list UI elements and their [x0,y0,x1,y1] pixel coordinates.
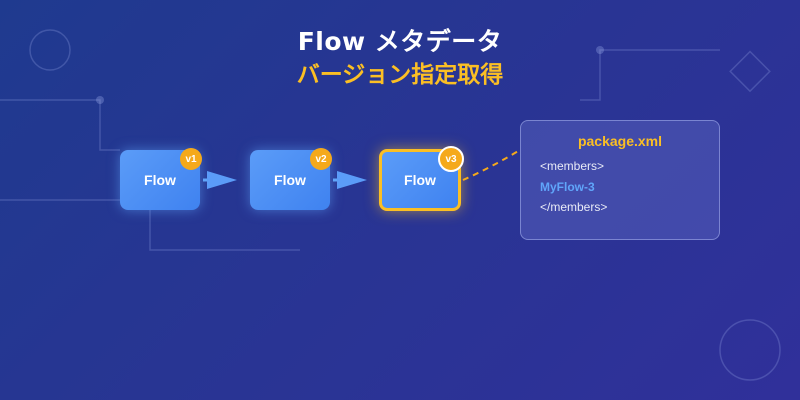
page-subtitle: バージョン指定取得 [296,62,504,88]
deco-dot-right [596,46,604,54]
dashed-connector [462,149,521,181]
package-xml-card: package.xml <members> MyFlow-3 </members… [520,120,720,240]
flow-node-label: Flow [404,172,436,188]
flow-node-label: Flow [144,172,176,188]
flow-node-label: Flow [274,172,306,188]
xml-close-tag: </members> [540,200,608,214]
deco-circle-top-left [29,29,71,71]
version-badge: v3 [438,146,464,172]
deco-circuit-line-right [580,49,720,101]
page-title: Flow メタデータ [297,27,503,56]
xml-member-value: MyFlow-3 [540,180,595,194]
xml-open-tag: <members> [540,159,605,173]
deco-dot-left [96,96,104,104]
deco-circuit-line-bottom [149,210,300,251]
flow-node-v3-selected[interactable]: Flow v3 [379,146,464,211]
flow-node-v1[interactable]: Flow v1 [120,148,202,210]
arrow-right-icon [203,171,237,189]
version-badge: v1 [180,148,202,170]
flow-node-v2[interactable]: Flow v2 [250,148,332,210]
arrow-right-icon [333,171,367,189]
deco-circle-bottom-right [719,319,781,381]
deco-circuit-line-left [0,99,120,151]
deco-diamond [729,50,771,93]
package-xml-title: package.xml [577,133,663,149]
version-badge: v2 [310,148,332,170]
